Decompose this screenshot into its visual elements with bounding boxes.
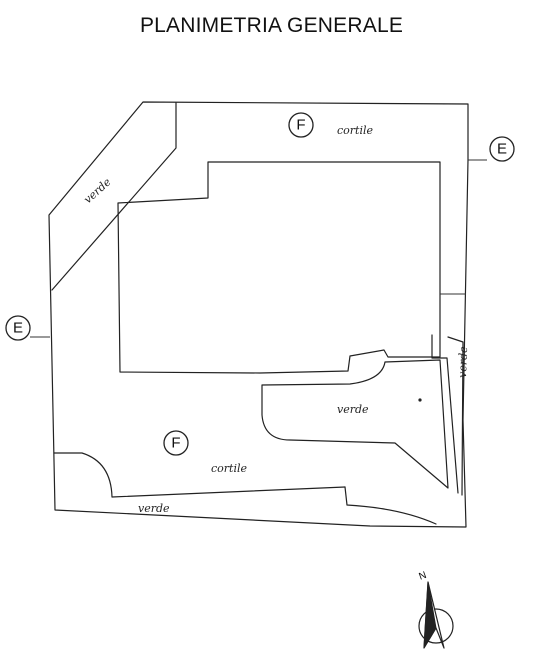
green-area-inner bbox=[261, 359, 449, 489]
label-cortile-south: cortile bbox=[211, 462, 247, 475]
entrance-marker-east bbox=[489, 136, 515, 162]
entrance-marker-east-label: E bbox=[497, 141, 507, 158]
page-title: PLANIMETRIA GENERALE bbox=[139, 14, 404, 37]
survey-point bbox=[418, 398, 422, 402]
label-verde-south: verde bbox=[138, 502, 170, 515]
entrance-marker-west-label: E bbox=[13, 320, 23, 337]
green-strip-east-edge bbox=[447, 336, 464, 496]
label-verde-diagonal: verde bbox=[81, 175, 113, 206]
label-verde-inner: verde bbox=[337, 403, 369, 416]
courtyard-marker-north bbox=[288, 112, 314, 138]
label-cortile-north: cortile bbox=[337, 124, 373, 137]
courtyard-south-curve bbox=[344, 486, 437, 525]
courtyard-marker-south-label: F bbox=[171, 435, 180, 452]
label-verde-east: verde bbox=[456, 346, 470, 378]
north-arrow: N bbox=[417, 570, 454, 649]
green-strip-east bbox=[431, 334, 459, 494]
green-strip-diagonal bbox=[51, 102, 177, 291]
north-label: N bbox=[417, 570, 428, 583]
entrance-marker-west bbox=[5, 315, 31, 341]
courtyard-marker-north-label: F bbox=[296, 117, 305, 134]
building-footprint bbox=[117, 161, 441, 374]
courtyard-marker-south bbox=[163, 430, 189, 456]
courtyard-sw-corner bbox=[53, 452, 346, 498]
site-boundary bbox=[48, 101, 469, 528]
